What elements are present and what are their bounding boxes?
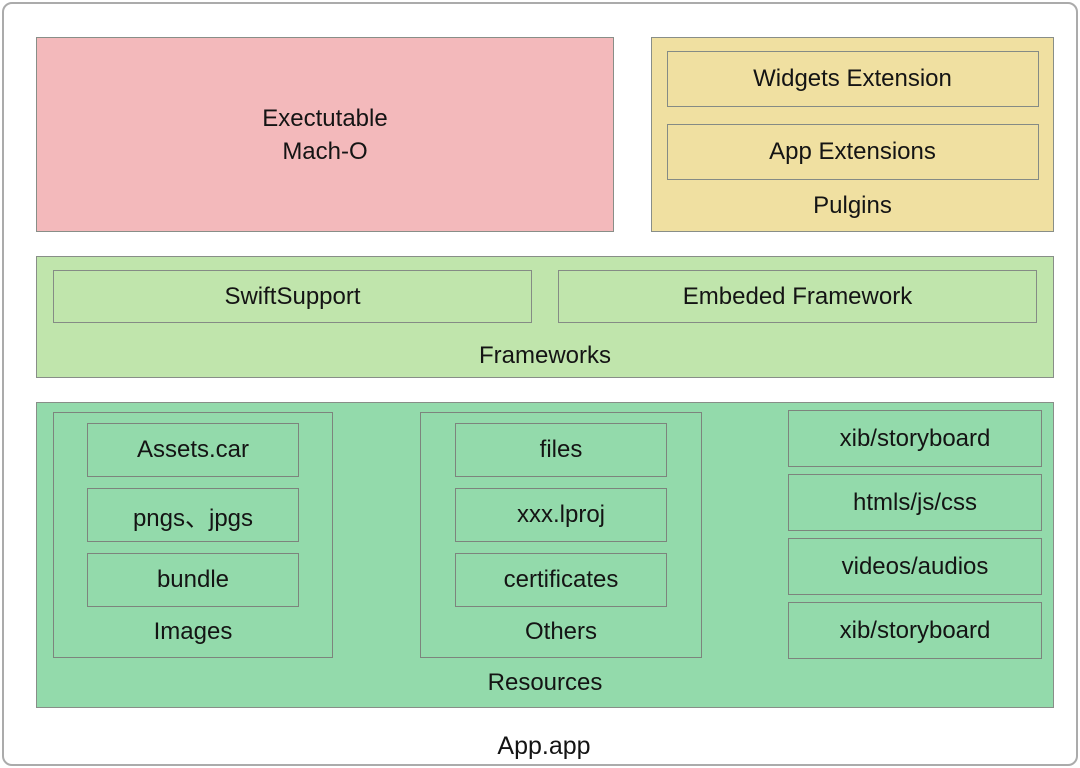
plugins-section: Widgets Extension App Extensions Pulgins	[651, 37, 1054, 232]
executable-box: Exectutable Mach-O	[36, 37, 614, 232]
frameworks-label: Frameworks	[478, 342, 611, 369]
resource-item-bundle: bundle	[87, 553, 299, 607]
resource-item-htmls-js-css: htmls/js/css	[788, 474, 1042, 531]
resource-item-assets-car: Assets.car	[87, 423, 299, 477]
framework-item-swiftsupport: SwiftSupport	[53, 270, 532, 323]
resources-section: Assets.car pngs、jpgs bundle Images files…	[36, 402, 1054, 708]
resources-label: Resources	[487, 669, 603, 696]
frameworks-row: SwiftSupport Embeded Framework	[37, 257, 1053, 323]
resource-item-xxx-lproj: xxx.lproj	[455, 488, 667, 542]
resource-item-pngs-jpgs: pngs、jpgs	[87, 488, 299, 542]
others-group-label: Others	[524, 618, 598, 645]
plugin-item-widgets-extension: Widgets Extension	[666, 51, 1039, 107]
plugins-label: Pulgins	[813, 191, 892, 219]
resource-item-xib-storyboard-1: xib/storyboard	[788, 410, 1042, 467]
executable-label-line1: Exectutable	[262, 104, 388, 132]
resources-right-column: xib/storyboard htmls/js/css videos/audio…	[788, 410, 1042, 659]
plugin-item-app-extensions: App Extensions	[666, 124, 1039, 180]
executable-label-line2: Mach-O	[282, 137, 368, 165]
resource-item-videos-audios: videos/audios	[788, 538, 1042, 595]
resource-item-files: files	[455, 423, 667, 477]
images-group-label: Images	[153, 618, 233, 645]
frameworks-section: SwiftSupport Embeded Framework Framework…	[36, 256, 1054, 378]
resource-item-certificates: certificates	[455, 553, 667, 607]
app-name-label: App.app	[497, 732, 591, 760]
images-group: Assets.car pngs、jpgs bundle Images	[53, 412, 333, 658]
resource-item-xib-storyboard-2: xib/storyboard	[788, 602, 1042, 659]
framework-item-embedded-framework: Embeded Framework	[558, 270, 1037, 323]
others-group: files xxx.lproj certificates Others	[420, 412, 702, 658]
